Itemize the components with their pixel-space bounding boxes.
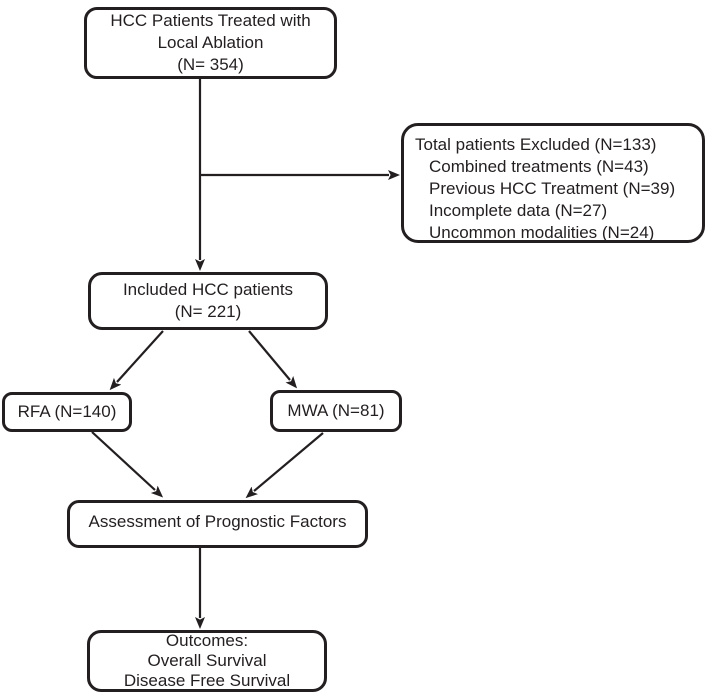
node-text-line: Included HCC patients (122, 280, 294, 299)
node-hcc-patients-treated: HCC Patients Treated with Local Ablation… (84, 7, 337, 79)
node-rfa: RFA (N=140) (2, 392, 132, 432)
node-text-line: HCC Patients Treated with (110, 11, 311, 30)
node-mwa: MWA (N=81) (270, 390, 402, 432)
node-text-line: Disease Free Survival (123, 671, 291, 690)
arrow-included-to-mwa (248, 330, 298, 389)
node-outcomes: Outcomes: Overall Survival Disease Free … (87, 630, 327, 692)
node-count: (N= 354) (177, 55, 244, 74)
node-included-patients: Included HCC patients (N= 221) (88, 272, 328, 330)
arrow-rfa-to-assessment (91, 431, 164, 498)
excluded-reason: Combined treatments (N=43) (429, 157, 649, 176)
node-text-line: MWA (N=81) (287, 401, 385, 420)
node-text-line: Local Ablation (157, 33, 264, 52)
node-text-line: Overall Survival (147, 651, 267, 670)
excluded-reason: Previous HCC Treatment (N=39) (429, 179, 676, 198)
excluded-title: Total patients Excluded (N=133) (415, 135, 657, 154)
node-text-line: Outcomes: (165, 631, 249, 650)
arrow-included-to-rfa (109, 330, 164, 391)
node-assessment: Assessment of Prognostic Factors (67, 500, 368, 548)
node-text-line: RFA (N=140) (17, 402, 117, 421)
node-count: (N= 221) (174, 302, 242, 321)
arrow-mwa-to-assessment (245, 432, 324, 499)
excluded-reason: Incomplete data (N=27) (429, 201, 608, 220)
node-excluded-patients: Total patients Excluded (N=133) Combined… (401, 123, 705, 243)
excluded-reason: Uncommon modalities (N=24) (429, 223, 655, 242)
node-text-line: Assessment of Prognostic Factors (88, 512, 347, 531)
